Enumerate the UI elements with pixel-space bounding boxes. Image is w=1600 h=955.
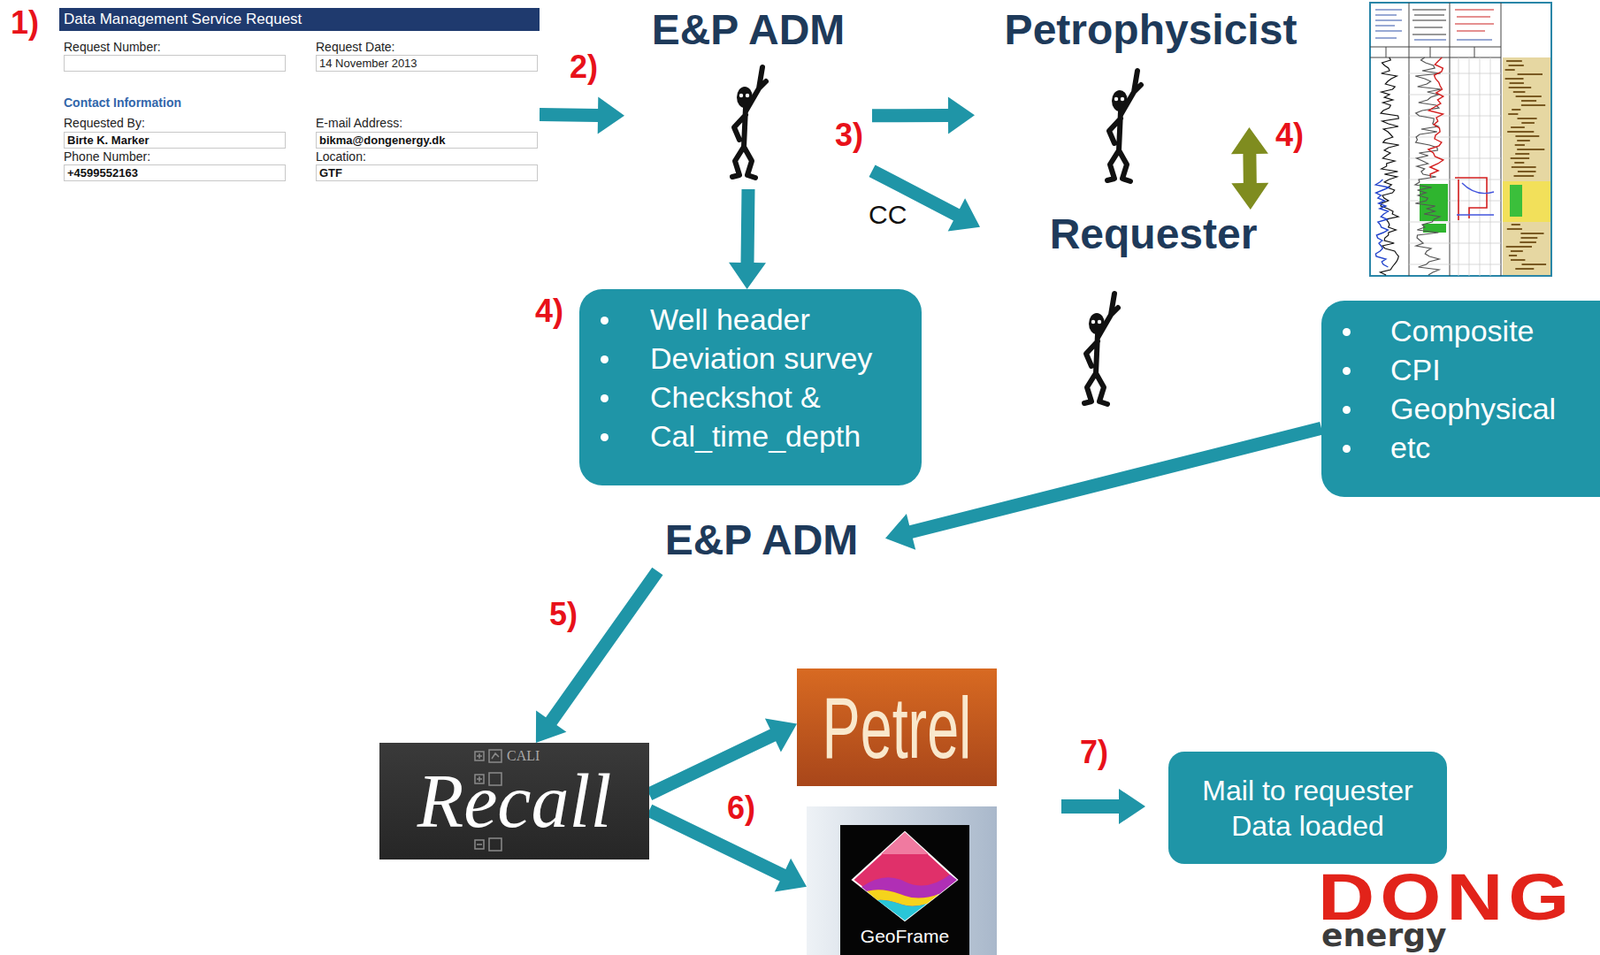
- node-text: Mail to requester Data loaded: [1177, 773, 1439, 844]
- flow-arrow: [535, 567, 664, 743]
- form-text: Phone Number:: [63, 149, 151, 165]
- request-form: Data Management Service RequestRequest N…: [59, 6, 540, 184]
- form-field: [63, 54, 286, 72]
- recall-logo: CALIRecall: [379, 742, 650, 860]
- logo-text: Petrel: [822, 679, 973, 777]
- callout-number: 4): [535, 293, 564, 330]
- edge-label: CC: [868, 199, 907, 230]
- form-text: GTF: [319, 165, 343, 181]
- role-node: E&P ADM: [624, 5, 873, 190]
- role-title: E&P ADM: [624, 5, 873, 54]
- flow-arrow: [1061, 788, 1146, 825]
- form-field: [315, 164, 538, 182]
- company-logo-word: energy: [1321, 919, 1447, 952]
- role-node: E&P ADM: [637, 515, 886, 572]
- log-header: [1375, 9, 1494, 40]
- callout-number: 7): [1079, 734, 1109, 771]
- form-text: Request Number:: [63, 39, 161, 55]
- form-text: +4599552163: [67, 165, 138, 181]
- list-item: Well header: [579, 299, 922, 339]
- list-item: Checkshot &: [579, 377, 922, 417]
- flow-arrow: [539, 96, 625, 134]
- flow-arrow: [885, 421, 1324, 551]
- well-log-plot: [1370, 2, 1552, 276]
- data-list-box: Well headerDeviation surveyCheckshot &Ca…: [579, 289, 922, 486]
- petrel-logo: Petrel: [796, 668, 997, 787]
- form-text: Location:: [315, 149, 367, 165]
- role-node: Petrophysicist: [974, 5, 1327, 128]
- double-arrow: [1231, 127, 1269, 210]
- stick-figure: [732, 67, 766, 178]
- list-item: Cal_time_depth: [579, 416, 922, 456]
- flow-arrow: [646, 804, 807, 893]
- flow-arrow: [728, 189, 766, 290]
- stick-figure: [1107, 70, 1141, 182]
- data-list-box: CompositeCPIGeophysicaletc: [1321, 300, 1600, 498]
- callout-number: 6): [727, 790, 756, 827]
- flow-arrow: [869, 165, 981, 232]
- role-title: E&P ADM: [637, 515, 886, 565]
- list-item: CPI: [1321, 350, 1600, 390]
- callout-number: 4): [1275, 117, 1304, 154]
- form-text: E-mail Address:: [315, 115, 403, 131]
- callout-number: 1): [10, 5, 39, 41]
- role-title: Petrophysicist: [974, 5, 1327, 54]
- role-node: Requester: [979, 209, 1327, 404]
- flow-arrow: [872, 96, 975, 134]
- callout-number: 2): [569, 49, 598, 85]
- form-text: 14 November 2013: [319, 55, 418, 71]
- stick-figure: [1084, 293, 1118, 405]
- log-frame: [1370, 2, 1552, 276]
- form-title: Data Management Service Request: [63, 11, 302, 27]
- form-text: Contact Information: [63, 95, 182, 111]
- form-text: bikma@dongenergy.dk: [319, 132, 445, 148]
- list-item: Composite: [1321, 311, 1600, 351]
- logo-text: Recall: [379, 757, 650, 846]
- form-text: Birte K. Marker: [67, 132, 149, 148]
- list-item: Deviation survey: [579, 338, 922, 378]
- lithology-column: [1502, 57, 1551, 276]
- logo-text: GeoFrame: [840, 925, 970, 949]
- form-text: Request Date:: [315, 39, 396, 55]
- mail-box: Mail to requester Data loaded: [1168, 751, 1447, 865]
- role-title: Requester: [979, 209, 1327, 259]
- geoframe-logo: GeoFrame: [806, 806, 997, 955]
- list-item: etc: [1321, 428, 1600, 467]
- flow-arrow: [646, 719, 797, 801]
- form-text: Requested By:: [63, 115, 146, 131]
- list-item: Geophysical: [1321, 389, 1600, 429]
- callout-number: 3): [834, 117, 864, 154]
- callout-number: 5): [549, 597, 578, 633]
